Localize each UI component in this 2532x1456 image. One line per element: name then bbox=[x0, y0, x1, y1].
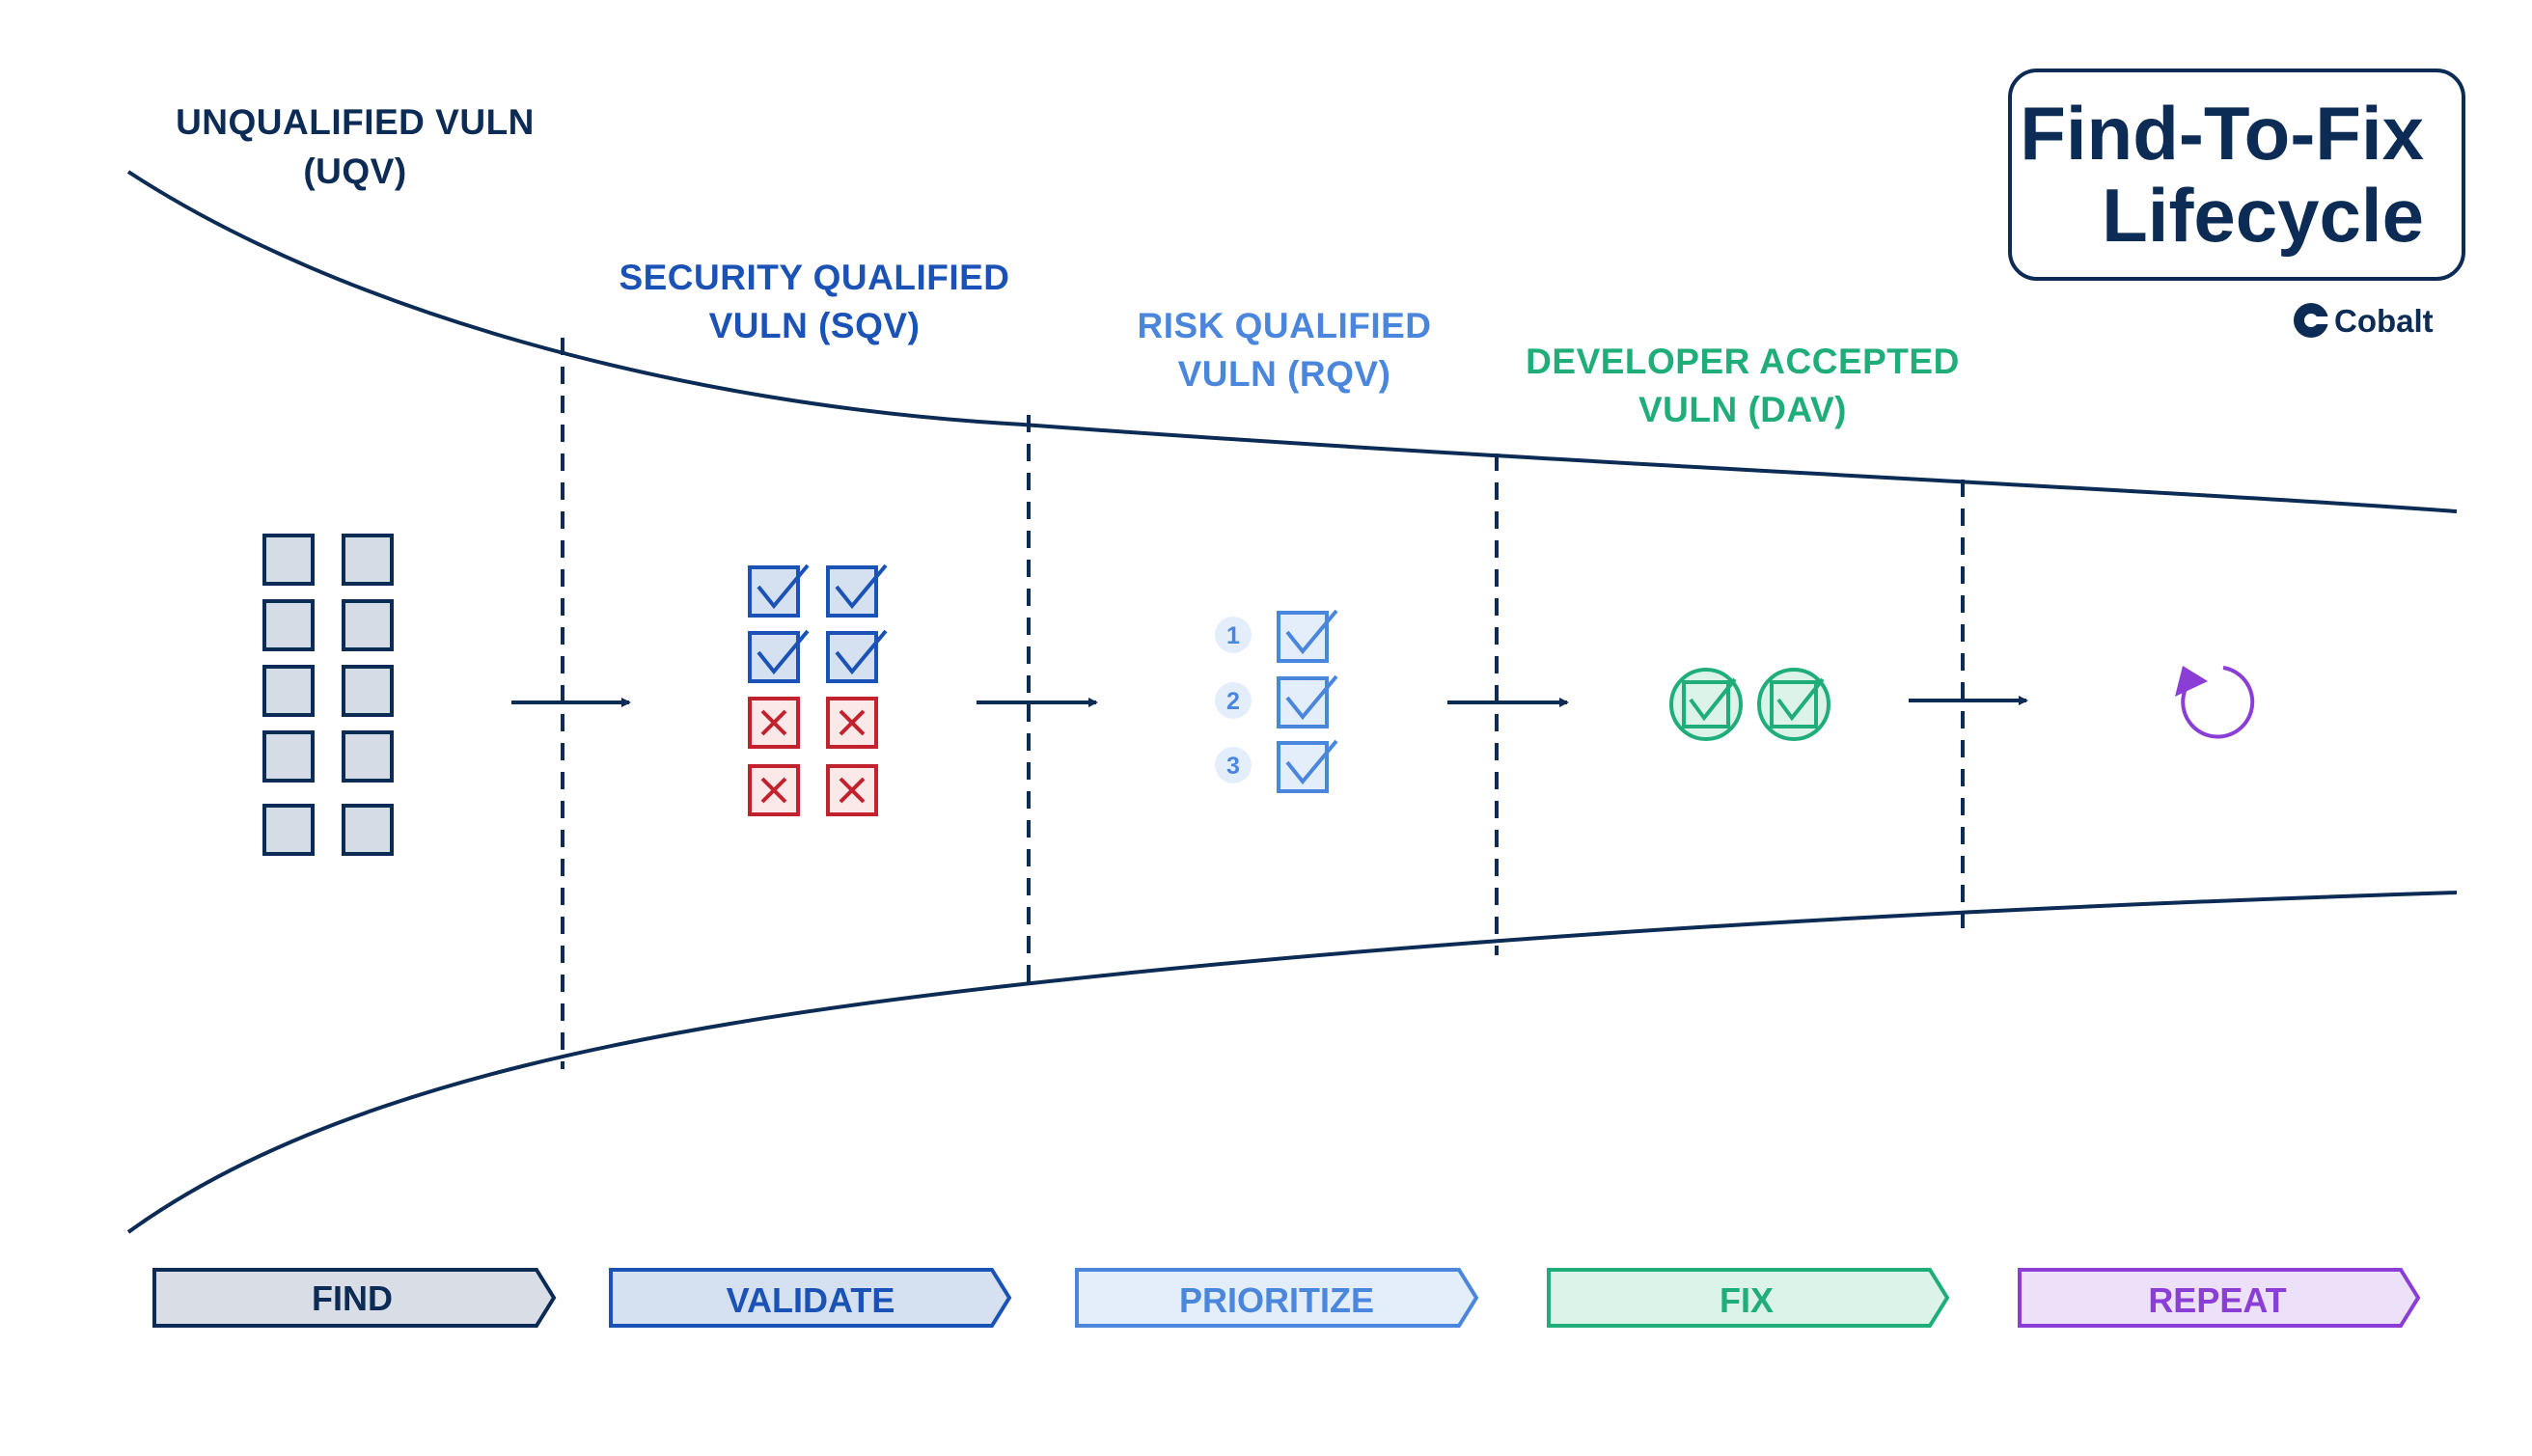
square-icon bbox=[262, 804, 315, 856]
step-label: FIX bbox=[1720, 1280, 1774, 1320]
validated-vulns bbox=[748, 563, 888, 816]
cobalt-logo-icon bbox=[2294, 303, 2331, 338]
title-line2: Lifecycle bbox=[2102, 173, 2424, 258]
x-box-icon bbox=[826, 764, 878, 816]
priority-number: 1 bbox=[1226, 622, 1240, 649]
square-icon bbox=[342, 599, 394, 651]
title-box: Find-To-Fix Lifecycle bbox=[2008, 69, 2465, 281]
circled-check-icon bbox=[1757, 668, 1830, 741]
funnel-bottom-curve bbox=[126, 891, 2458, 1234]
square-icon bbox=[342, 804, 394, 856]
step-find: FIND bbox=[152, 1268, 557, 1328]
funnel-top-curve bbox=[126, 170, 2458, 513]
checked-box-icon bbox=[826, 563, 888, 618]
logo-text: Cobalt bbox=[2334, 303, 2434, 339]
step-repeat: REPEAT bbox=[2018, 1268, 2421, 1328]
stage-label-line1: UNQUALIFIED VULN bbox=[176, 102, 535, 142]
accepted-vulns bbox=[1669, 668, 1830, 741]
checked-box-icon bbox=[748, 629, 810, 683]
checked-box-icon bbox=[1277, 676, 1329, 728]
square-icon bbox=[262, 730, 315, 783]
stage-label-line1: DEVELOPER ACCEPTED bbox=[1526, 342, 1960, 381]
stage-dav-heading: DEVELOPER ACCEPTED VULN (DAV) bbox=[1526, 342, 1960, 429]
step-fix: FIX bbox=[1547, 1268, 1950, 1328]
stage-label-line2: VULN (DAV) bbox=[1638, 390, 1847, 429]
prioritized-vulns: 1 2 3 bbox=[1215, 609, 1338, 793]
x-box-icon bbox=[748, 697, 800, 749]
cobalt-logo: Cobalt bbox=[2294, 303, 2434, 339]
unqualified-vulns bbox=[262, 534, 394, 856]
priority-number-badge bbox=[1215, 682, 1252, 719]
step-label: PRIORITIZE bbox=[1179, 1280, 1374, 1320]
checked-box-icon bbox=[826, 629, 888, 683]
circled-check-icon bbox=[1669, 668, 1743, 741]
square-icon bbox=[262, 534, 315, 586]
x-box-icon bbox=[748, 764, 800, 816]
stage-label-line2: VULN (RQV) bbox=[1178, 354, 1391, 394]
stage-label-line1: SECURITY QUALIFIED bbox=[619, 258, 1009, 297]
square-icon bbox=[342, 730, 394, 783]
stage-label-line2: (UQV) bbox=[303, 151, 406, 191]
priority-number: 3 bbox=[1226, 753, 1240, 780]
square-icon bbox=[342, 665, 394, 717]
x-box-icon bbox=[826, 697, 878, 749]
priority-number-badge bbox=[1215, 747, 1252, 783]
step-prioritize: PRIORITIZE bbox=[1075, 1268, 1479, 1328]
stage-sqv-heading: SECURITY QUALIFIED VULN (SQV) bbox=[619, 258, 1009, 345]
square-icon bbox=[262, 665, 315, 717]
checked-box-icon bbox=[748, 563, 810, 618]
square-icon bbox=[342, 534, 394, 586]
priority-item: 1 bbox=[1215, 609, 1338, 663]
priority-number-badge bbox=[1215, 617, 1252, 653]
priority-number: 2 bbox=[1226, 688, 1240, 715]
square-icon bbox=[262, 599, 315, 651]
title-line1: Find-To-Fix bbox=[2020, 91, 2424, 176]
priority-item: 2 bbox=[1215, 674, 1338, 728]
step-label: REPEAT bbox=[2148, 1280, 2286, 1320]
step-validate: VALIDATE bbox=[609, 1268, 1012, 1328]
stage-uqv-heading: UNQUALIFIED VULN (UQV) bbox=[176, 102, 535, 191]
stage-label-line1: RISK QUALIFIED bbox=[1137, 306, 1431, 345]
step-label: FIND bbox=[312, 1278, 393, 1318]
priority-item: 3 bbox=[1215, 739, 1338, 793]
refresh-icon bbox=[2175, 666, 2255, 739]
step-label: VALIDATE bbox=[727, 1280, 895, 1320]
stage-rqv-heading: RISK QUALIFIED VULN (RQV) bbox=[1137, 306, 1431, 394]
stage-label-line2: VULN (SQV) bbox=[709, 306, 921, 345]
flow-arrows bbox=[511, 696, 2028, 707]
